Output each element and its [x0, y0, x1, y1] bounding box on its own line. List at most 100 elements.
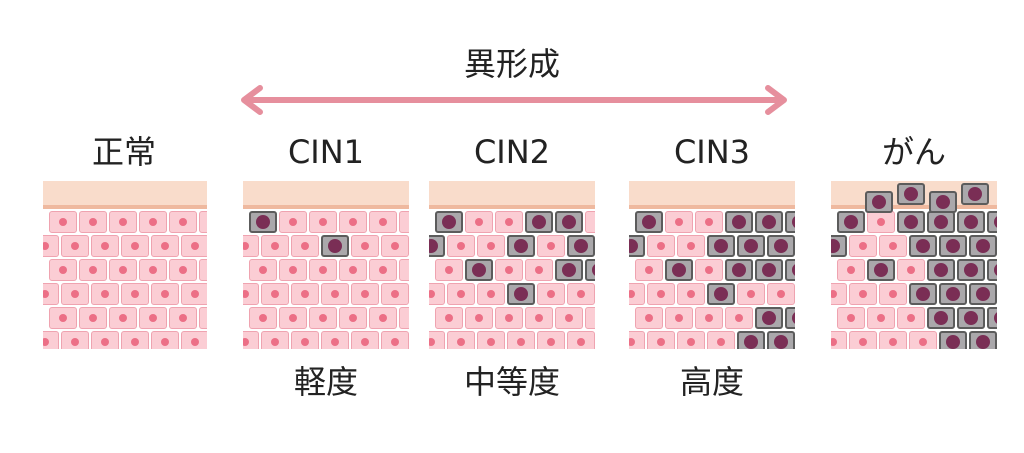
dysplasia-range-arrow: [241, 85, 787, 115]
normal-cell: [635, 259, 663, 281]
normal-cell: [897, 307, 925, 329]
normal-cell: [495, 211, 523, 233]
abnormal-cell: [321, 235, 349, 257]
normal-cell: [399, 211, 409, 233]
tissue-surface: [43, 181, 207, 205]
abnormal-cell: [767, 331, 795, 349]
normal-cell: [291, 283, 319, 305]
normal-cell: [199, 307, 207, 329]
abnormal-cell: [737, 235, 765, 257]
abnormal-cell: [737, 331, 765, 349]
normal-cell: [537, 283, 565, 305]
normal-cell: [465, 307, 493, 329]
normal-cell: [291, 331, 319, 349]
normal-cell: [507, 331, 535, 349]
normal-cell: [635, 307, 663, 329]
normal-cell: [537, 331, 565, 349]
normal-cell: [43, 331, 59, 349]
normal-cell: [849, 283, 877, 305]
normal-cell: [321, 283, 349, 305]
normal-cell: [49, 211, 77, 233]
normal-cell: [243, 331, 259, 349]
tissue-panel-cin3: [629, 181, 795, 349]
normal-cell: [429, 331, 445, 349]
normal-cell: [477, 283, 505, 305]
normal-cell: [525, 259, 553, 281]
normal-cell: [181, 331, 207, 349]
abnormal-cell: [957, 211, 985, 233]
normal-cell: [867, 211, 895, 233]
normal-cell: [695, 307, 723, 329]
tissue-surface: [629, 181, 795, 205]
normal-cell: [91, 235, 119, 257]
normal-cell: [837, 307, 865, 329]
normal-cell: [351, 331, 379, 349]
abnormal-cell: [465, 259, 493, 281]
stage-label-cin2: CIN2: [473, 133, 551, 171]
normal-cell: [61, 331, 89, 349]
abnormal-cell: [987, 307, 997, 329]
stage-label-normal: 正常: [91, 133, 156, 171]
normal-cell: [151, 283, 179, 305]
normal-cell: [831, 331, 847, 349]
normal-cell: [43, 283, 59, 305]
abnormal-cell: [755, 259, 783, 281]
abnormal-cell: [785, 307, 795, 329]
normal-cell: [707, 331, 735, 349]
normal-cell: [369, 259, 397, 281]
basement-line: [629, 205, 795, 209]
normal-cell: [477, 235, 505, 257]
abnormal-cell: [939, 283, 967, 305]
normal-cell: [447, 283, 475, 305]
basement-line: [243, 205, 409, 209]
abnormal-cell: [957, 259, 985, 281]
normal-cell: [677, 235, 705, 257]
normal-cell: [849, 235, 877, 257]
basement-line: [831, 205, 997, 209]
normal-cell: [169, 259, 197, 281]
abnormal-cell: [969, 235, 997, 257]
normal-cell: [339, 211, 367, 233]
normal-cell: [61, 235, 89, 257]
normal-cell: [767, 283, 795, 305]
normal-cell: [879, 235, 907, 257]
abnormal-cell: [909, 283, 937, 305]
abnormal-cell: [987, 211, 997, 233]
normal-cell: [151, 331, 179, 349]
normal-cell: [121, 235, 149, 257]
abnormal-cell: [435, 211, 463, 233]
normal-cell: [139, 259, 167, 281]
abnormal-cell: [755, 307, 783, 329]
normal-cell: [181, 235, 207, 257]
stage-label-cin1: CIN1: [287, 133, 365, 171]
normal-cell: [309, 259, 337, 281]
normal-cell: [465, 211, 493, 233]
normal-cell: [169, 307, 197, 329]
normal-cell: [279, 259, 307, 281]
invading-cell: [929, 191, 957, 213]
normal-cell: [91, 331, 119, 349]
normal-cell: [43, 235, 59, 257]
abnormal-cell: [987, 259, 997, 281]
basement-line: [429, 205, 595, 209]
normal-cell: [249, 307, 277, 329]
normal-cell: [381, 283, 409, 305]
severity-label-moderate: 中等度: [463, 363, 560, 401]
abnormal-cell: [837, 211, 865, 233]
normal-cell: [737, 283, 765, 305]
normal-cell: [309, 211, 337, 233]
normal-cell: [109, 259, 137, 281]
normal-cell: [339, 259, 367, 281]
normal-cell: [121, 283, 149, 305]
normal-cell: [477, 331, 505, 349]
abnormal-cell: [725, 259, 753, 281]
normal-cell: [109, 211, 137, 233]
normal-cell: [879, 331, 907, 349]
normal-cell: [585, 307, 595, 329]
abnormal-cell: [969, 283, 997, 305]
abnormal-cell: [909, 235, 937, 257]
normal-cell: [49, 307, 77, 329]
abnormal-cell: [831, 235, 847, 257]
abnormal-cell: [707, 283, 735, 305]
invading-cell: [865, 191, 893, 213]
